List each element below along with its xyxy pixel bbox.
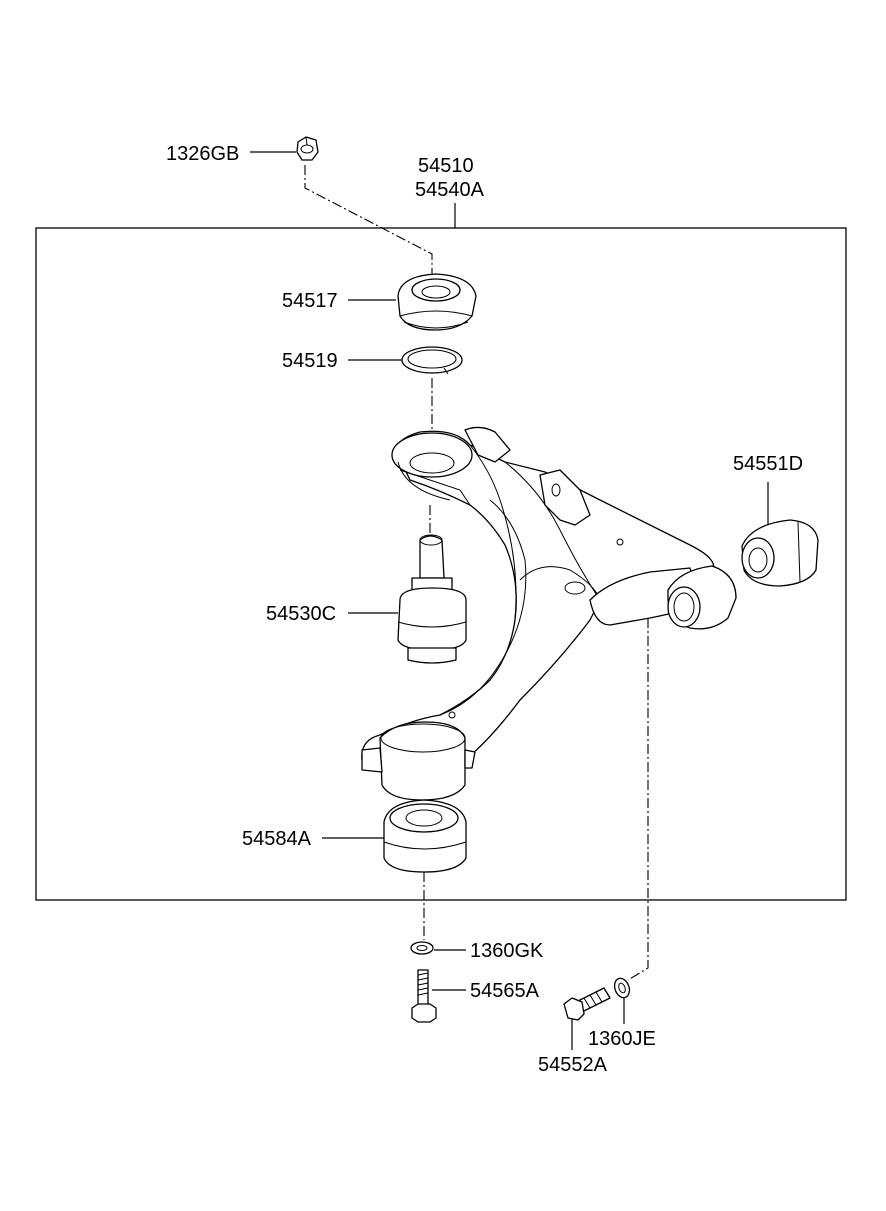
bolt-54552A — [563, 987, 611, 1021]
label-54584A: 54584A — [242, 828, 312, 850]
label-1360GK: 1360GK — [470, 940, 544, 962]
label-54565A: 54565A — [470, 980, 540, 1002]
assembly-frame — [35, 227, 847, 901]
hex-nut-1326GB — [296, 136, 319, 161]
label-1360JE: 1360JE — [588, 1028, 656, 1050]
top-bushing-54517 — [397, 273, 477, 331]
label-54552A: 54552A — [538, 1054, 608, 1076]
label-54551D: 54551D — [733, 453, 803, 475]
label-54510: 54510 — [418, 155, 474, 177]
bolt-54565A — [411, 969, 437, 1023]
washer-1360GK — [410, 941, 434, 955]
label-54519: 54519 — [282, 350, 338, 372]
washer-1360JE — [613, 977, 631, 999]
label-54540A: 54540A — [415, 179, 485, 201]
front-bushing-54584A — [383, 799, 467, 873]
snap-ring-54519 — [401, 346, 463, 375]
label-54517: 54517 — [282, 290, 338, 312]
label-1326GB: 1326GB — [166, 143, 239, 165]
label-54530C: 54530C — [266, 603, 336, 625]
arm-rear-sleeve — [667, 565, 737, 630]
lower-control-arm-54510 — [361, 426, 715, 801]
ball-joint-54530C — [397, 534, 467, 664]
rear-bushing-54551D — [741, 519, 819, 587]
